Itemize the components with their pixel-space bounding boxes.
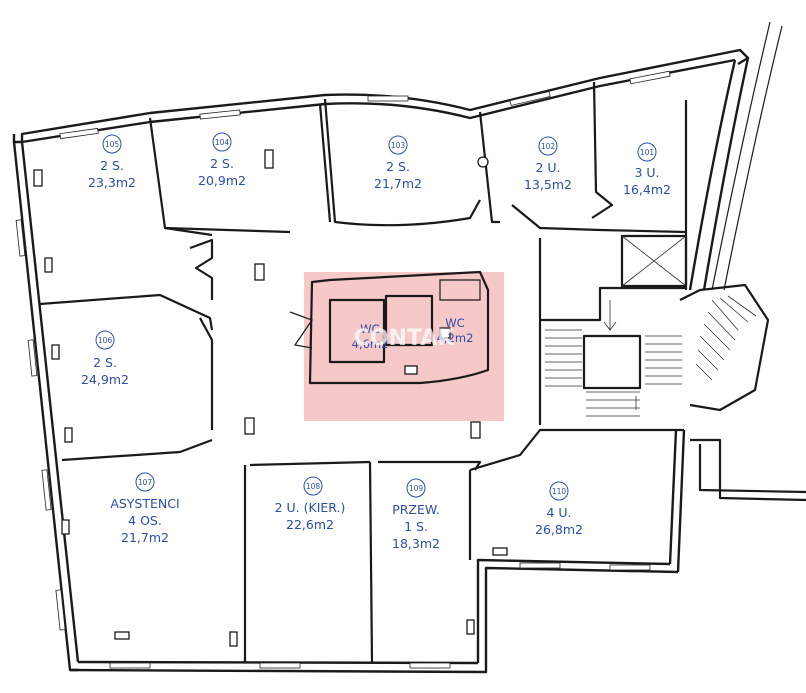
svg-text:102: 102	[541, 142, 556, 151]
svg-text:108: 108	[306, 482, 321, 491]
watermark: CONTAK	[354, 326, 456, 351]
svg-text:4,6m2: 4,6m2	[352, 337, 389, 351]
stairs-left	[545, 300, 682, 417]
svg-text:21,7m2: 21,7m2	[374, 176, 422, 191]
wc-2: WC 4,2m2	[437, 316, 474, 345]
svg-text:20,9m2: 20,9m2	[198, 173, 246, 188]
svg-text:2 S.: 2 S.	[93, 355, 117, 370]
svg-text:106: 106	[98, 336, 113, 345]
svg-text:21,7m2: 21,7m2	[121, 530, 169, 545]
wc-1: WC 4,6m2	[352, 322, 389, 351]
interior-walls	[39, 81, 806, 664]
svg-text:107: 107	[138, 478, 153, 487]
room-104: 104 2 S. 20,9m2	[198, 132, 246, 188]
svg-text:4 OS.: 4 OS.	[128, 513, 162, 528]
svg-text:23,3m2: 23,3m2	[88, 175, 136, 190]
svg-text:3 U.: 3 U.	[634, 165, 659, 180]
columns	[33, 149, 508, 647]
stairs-right	[695, 295, 757, 381]
svg-text:2 S.: 2 S.	[100, 158, 124, 173]
svg-text:2 S.: 2 S.	[386, 159, 410, 174]
svg-text:4,2m2: 4,2m2	[437, 331, 474, 345]
svg-text:110: 110	[552, 487, 567, 496]
windows	[15, 70, 671, 669]
room-107: 107 ASYSTENCI 4 OS. 21,7m2	[110, 472, 180, 545]
room-101: 101 3 U. 16,4m2	[623, 142, 671, 197]
svg-text:26,8m2: 26,8m2	[535, 522, 583, 537]
svg-text:18,3m2: 18,3m2	[392, 536, 440, 551]
svg-text:1 S.: 1 S.	[404, 519, 428, 534]
svg-text:105: 105	[105, 140, 120, 149]
svg-text:101: 101	[640, 148, 655, 157]
svg-text:2 U.: 2 U.	[535, 160, 560, 175]
room-102: 102 2 U. 13,5m2	[524, 136, 572, 192]
svg-text:24,9m2: 24,9m2	[81, 372, 129, 387]
svg-text:16,4m2: 16,4m2	[623, 182, 671, 197]
room-109: 109 PRZEW. 1 S. 18,3m2	[392, 478, 440, 551]
svg-text:4 U.: 4 U.	[546, 505, 571, 520]
svg-text:104: 104	[215, 138, 230, 147]
outer-walls	[12, 21, 783, 674]
svg-text:2 U. (KIER.): 2 U. (KIER.)	[275, 500, 346, 515]
svg-text:ASYSTENCI: ASYSTENCI	[110, 496, 179, 511]
svg-text:22,6m2: 22,6m2	[286, 517, 334, 532]
svg-text:WC: WC	[445, 316, 464, 330]
room-108: 108 2 U. (KIER.) 22,6m2	[275, 476, 346, 532]
svg-text:PRZEW.: PRZEW.	[392, 502, 440, 517]
svg-text:109: 109	[409, 484, 424, 493]
svg-text:103: 103	[391, 141, 406, 150]
room-103: 103 2 S. 21,7m2	[374, 135, 422, 191]
svg-text:WC: WC	[360, 322, 379, 336]
room-110: 110 4 U. 26,8m2	[535, 481, 583, 537]
svg-text:13,5m2: 13,5m2	[524, 177, 572, 192]
svg-text:2 S.: 2 S.	[210, 156, 234, 171]
room-105: 105 2 S. 23,3m2	[88, 134, 136, 190]
room-106: 106 2 S. 24,9m2	[81, 330, 129, 387]
